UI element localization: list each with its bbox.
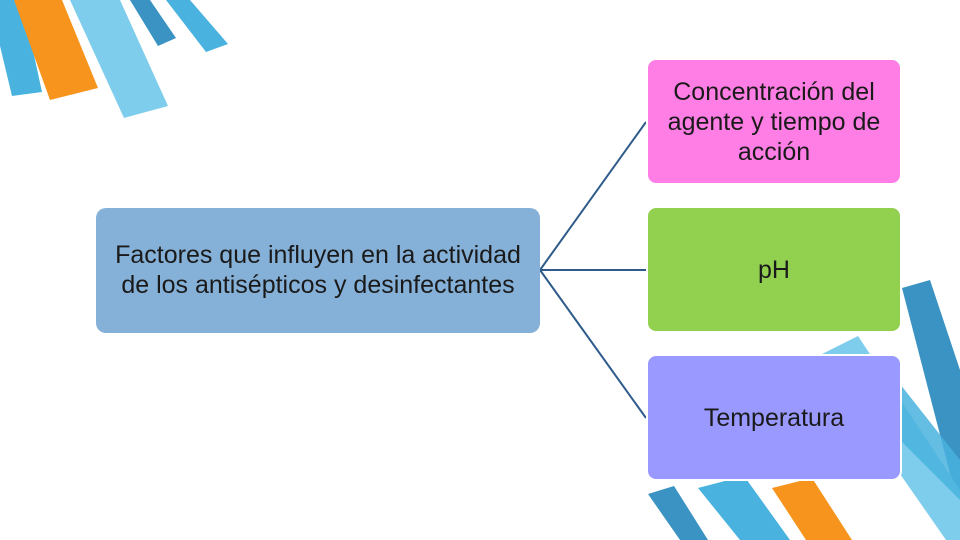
stripe-top-left-4 (130, 0, 176, 46)
child-node-label-temperatura: Temperatura (703, 403, 845, 432)
stripe-bottom-right-4 (698, 476, 790, 540)
connector-line-1 (539, 121, 647, 271)
stripe-top-left-2 (14, 0, 98, 100)
root-node: Factores que influyen en la actividad de… (96, 208, 540, 333)
stripe-top-left-5 (166, 0, 228, 52)
child-node-label-concentracion: Concentración del agente y tiempo de acc… (667, 77, 881, 166)
root-node-label: Factores que influyen en la actividad de… (115, 241, 521, 299)
stripe-bottom-right-5 (648, 486, 708, 540)
child-node-ph: pH (646, 206, 902, 333)
stripe-top-left-1 (0, 0, 42, 96)
connector-line-3 (539, 269, 647, 419)
child-node-concentracion: Concentración del agente y tiempo de acc… (646, 58, 902, 185)
child-node-temperatura: Temperatura (646, 354, 902, 481)
stripe-bottom-right-3 (772, 478, 852, 540)
stripe-top-left-3 (70, 0, 168, 118)
child-node-label-ph: pH (758, 255, 790, 284)
